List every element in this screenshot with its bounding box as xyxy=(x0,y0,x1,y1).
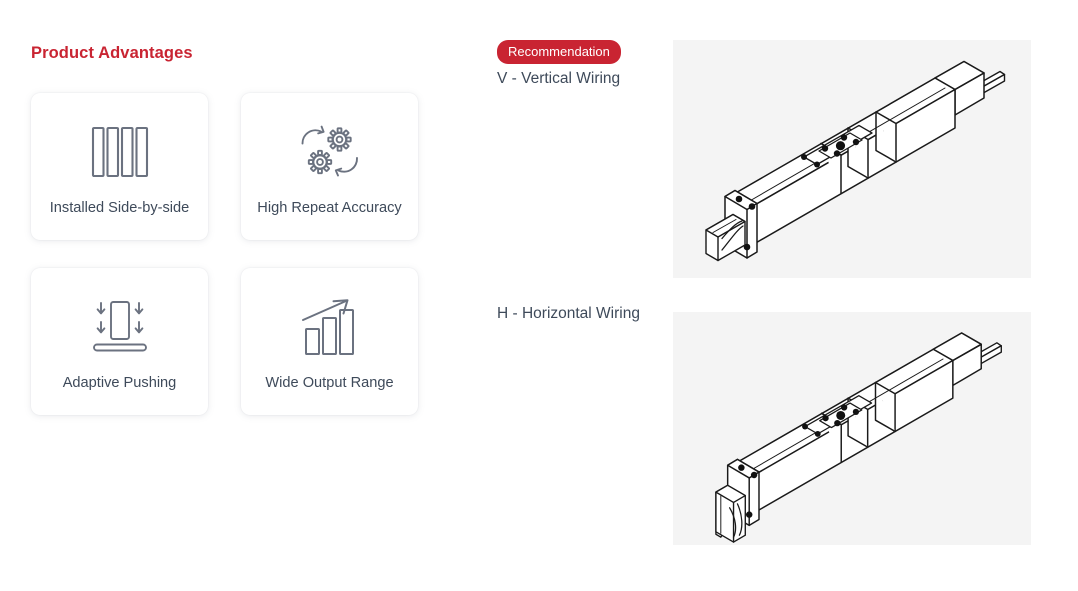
bar-chart-up-arrow-icon xyxy=(241,289,418,365)
four-bars-side-by-side-icon xyxy=(31,114,208,190)
advantages-section: Product Advantages Installed Side-by-sid… xyxy=(0,0,470,591)
wiring-variants-section: Recommendation V - Vertical Wiring xyxy=(470,0,1078,591)
advantage-card-high-repeat-accuracy[interactable]: High Repeat Accuracy xyxy=(241,93,418,240)
wiring-variant-name: H - Horizontal Wiring xyxy=(497,305,640,322)
electric-actuator-isometric-drawing xyxy=(705,60,1006,262)
advantage-card-label: Wide Output Range xyxy=(265,375,394,391)
advantage-card-installed-side-by-side[interactable]: Installed Side-by-side xyxy=(31,93,208,240)
wiring-variant-labels: H - Horizontal Wiring xyxy=(497,305,672,323)
electric-actuator-isometric-drawing xyxy=(715,332,1002,543)
advantage-card-wide-output-range[interactable]: Wide Output Range xyxy=(241,268,418,415)
advantage-card-grid: Installed Side-by-side xyxy=(31,93,420,415)
advantage-card-adaptive-pushing[interactable]: Adaptive Pushing xyxy=(31,268,208,415)
advantage-card-label: Adaptive Pushing xyxy=(62,375,177,391)
wiring-variant-vertical-image[interactable] xyxy=(673,40,1031,278)
advantage-card-label: Installed Side-by-side xyxy=(49,200,190,216)
wiring-variant-labels: Recommendation V - Vertical Wiring xyxy=(497,40,672,88)
advantage-card-label: High Repeat Accuracy xyxy=(257,200,402,216)
wiring-variant-horizontal-image[interactable] xyxy=(673,312,1031,545)
wiring-variant-name: V - Vertical Wiring xyxy=(497,70,621,87)
gears-repeat-icon xyxy=(241,114,418,190)
downward-press-arrows-icon xyxy=(31,289,208,365)
recommendation-badge: Recommendation xyxy=(497,40,621,64)
page-title: Product Advantages xyxy=(31,44,193,62)
